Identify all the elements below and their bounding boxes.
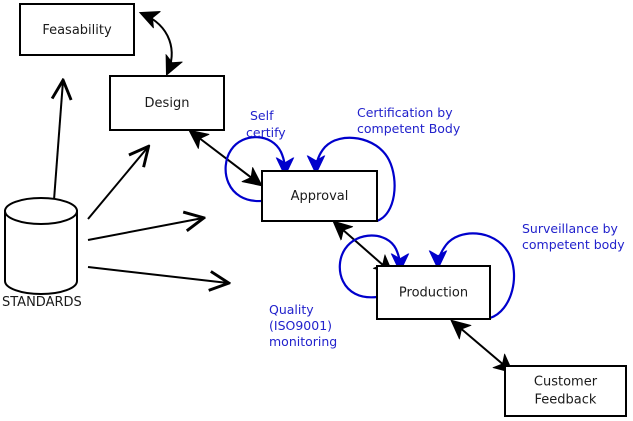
loop-arc-surveillance-competent-body [438, 232, 516, 320]
node-approval[interactable]: Approval [261, 170, 378, 222]
annotation-quality-monitoring: Quality (ISO9001) monitoring [269, 302, 337, 349]
annotation-surveillance-line2: competent body [522, 237, 625, 252]
edge-standards-to-production [87, 266, 228, 283]
edge-standards-to-approval [87, 218, 203, 241]
annotation-certification-line2: competent Body [357, 121, 461, 136]
edge-production-customer-feedback [452, 321, 512, 372]
node-production-box[interactable] [376, 265, 491, 320]
cylinder-body [4, 210, 78, 295]
node-standards-datastore[interactable]: STANDARDS [2, 197, 82, 310]
node-standards-label: STANDARDS [2, 295, 82, 310]
edge-feasability-design [141, 13, 172, 74]
edge-standards-to-design [87, 147, 148, 220]
node-approval-label: Approval [291, 189, 349, 204]
loop-arc-quality-monitoring [338, 234, 400, 299]
node-customer-feedback[interactable]: Customer Feedback [504, 365, 627, 417]
annotation-quality-line3: monitoring [269, 334, 337, 349]
node-customer-feedback-label-line2: Feedback [535, 393, 597, 408]
node-feasability-box[interactable] [19, 3, 135, 56]
annotation-self-certify: Self certify [246, 108, 286, 140]
node-production[interactable]: Production [376, 265, 491, 320]
node-feasability-label: Feasability [42, 23, 112, 38]
annotation-quality-line2: (ISO9001) [269, 318, 332, 333]
annotation-surveillance-line1: Surveillance by [522, 221, 619, 236]
edge-design-approval [190, 131, 261, 185]
annotation-quality-line1: Quality [269, 302, 314, 317]
annotation-certification-competent-body: Certification by competent Body [357, 105, 461, 136]
edge-approval-production [334, 222, 392, 273]
annotation-self-certify-line2: certify [246, 125, 286, 140]
node-approval-box[interactable] [261, 170, 378, 222]
node-design-label: Design [145, 96, 190, 111]
loop-arc-certification-competent-body [316, 136, 396, 223]
node-customer-feedback-label-line1: Customer [534, 375, 598, 390]
annotation-self-certify-line1: Self [250, 108, 274, 123]
loop-arc-self-certify [224, 136, 285, 203]
node-feasability[interactable]: Feasability [19, 3, 135, 56]
node-customer-feedback-box[interactable] [504, 365, 627, 417]
node-design[interactable]: Design [109, 75, 225, 131]
annotation-certification-line1: Certification by [357, 105, 453, 120]
node-production-label: Production [399, 286, 468, 301]
node-design-box[interactable] [109, 75, 225, 131]
cylinder-top [4, 197, 78, 225]
annotation-surveillance-competent-body: Surveillance by competent body [522, 221, 625, 252]
